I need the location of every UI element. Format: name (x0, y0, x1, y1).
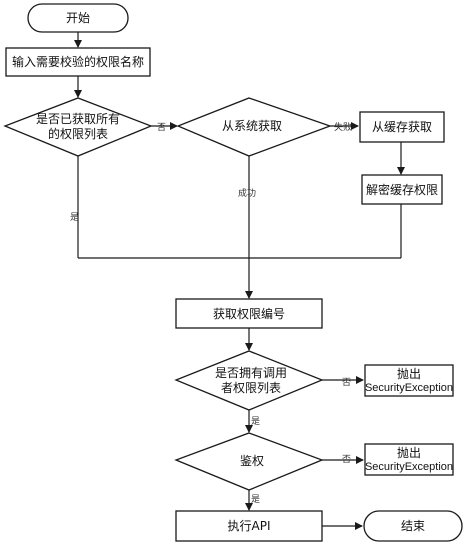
start-node-label: 开始 (66, 11, 90, 25)
edge-label-no-1: 否 (157, 122, 166, 133)
fetch-system-decision (176, 97, 332, 157)
input-permission-name-node (5, 47, 151, 77)
throw-exception-2-line2: SecurityException (365, 461, 453, 473)
decrypt-cache-node (361, 174, 443, 205)
get-permission-id-label: 获取权限编号 (213, 306, 285, 321)
check-caller-label-line2: 者权限列表 (221, 381, 281, 395)
edge-label-yes-1: 是 (70, 212, 79, 223)
edge-label-fail: 失败 (334, 121, 352, 133)
edge-label-yes-2: 是 (251, 416, 260, 427)
check-obtained-label-line2: 的权限列表 (48, 126, 108, 141)
authorize-label: 鉴权 (240, 454, 264, 468)
fetch-cache-label: 从缓存获取 (372, 120, 432, 134)
throw-exception-1-line2: SecurityException (365, 382, 453, 394)
execute-api-label: 执行API (228, 519, 271, 533)
check-caller-label-line1: 是否拥有调用 (215, 366, 287, 380)
fetch-cache-node (359, 111, 445, 143)
start-node (27, 3, 129, 33)
end-node (363, 510, 463, 542)
check-obtained-decision (3, 97, 153, 157)
get-permission-id-node (175, 298, 323, 329)
throw-exception-node-1 (364, 364, 454, 397)
throw-exception-node-2 (364, 443, 454, 476)
authorize-decision (174, 432, 324, 491)
throw-exception-1-line1: 抛出 (397, 366, 421, 381)
input-permission-name-label: 输入需要校验的权限名称 (12, 54, 144, 69)
edge-label-no-3: 否 (342, 454, 351, 465)
edge-label-no-2: 否 (342, 377, 351, 388)
check-obtained-label-line1: 是否已获取所有 (36, 112, 120, 126)
end-node-label: 结束 (401, 519, 425, 533)
edge-label-yes-3: 是 (251, 494, 260, 505)
execute-api-node (175, 510, 323, 542)
edge-label-success: 成功 (238, 187, 256, 199)
throw-exception-2-line1: 抛出 (397, 445, 421, 460)
check-caller-decision (174, 350, 324, 411)
decrypt-cache-label: 解密缓存权限 (366, 182, 438, 197)
fetch-system-label: 从系统获取 (222, 119, 282, 133)
